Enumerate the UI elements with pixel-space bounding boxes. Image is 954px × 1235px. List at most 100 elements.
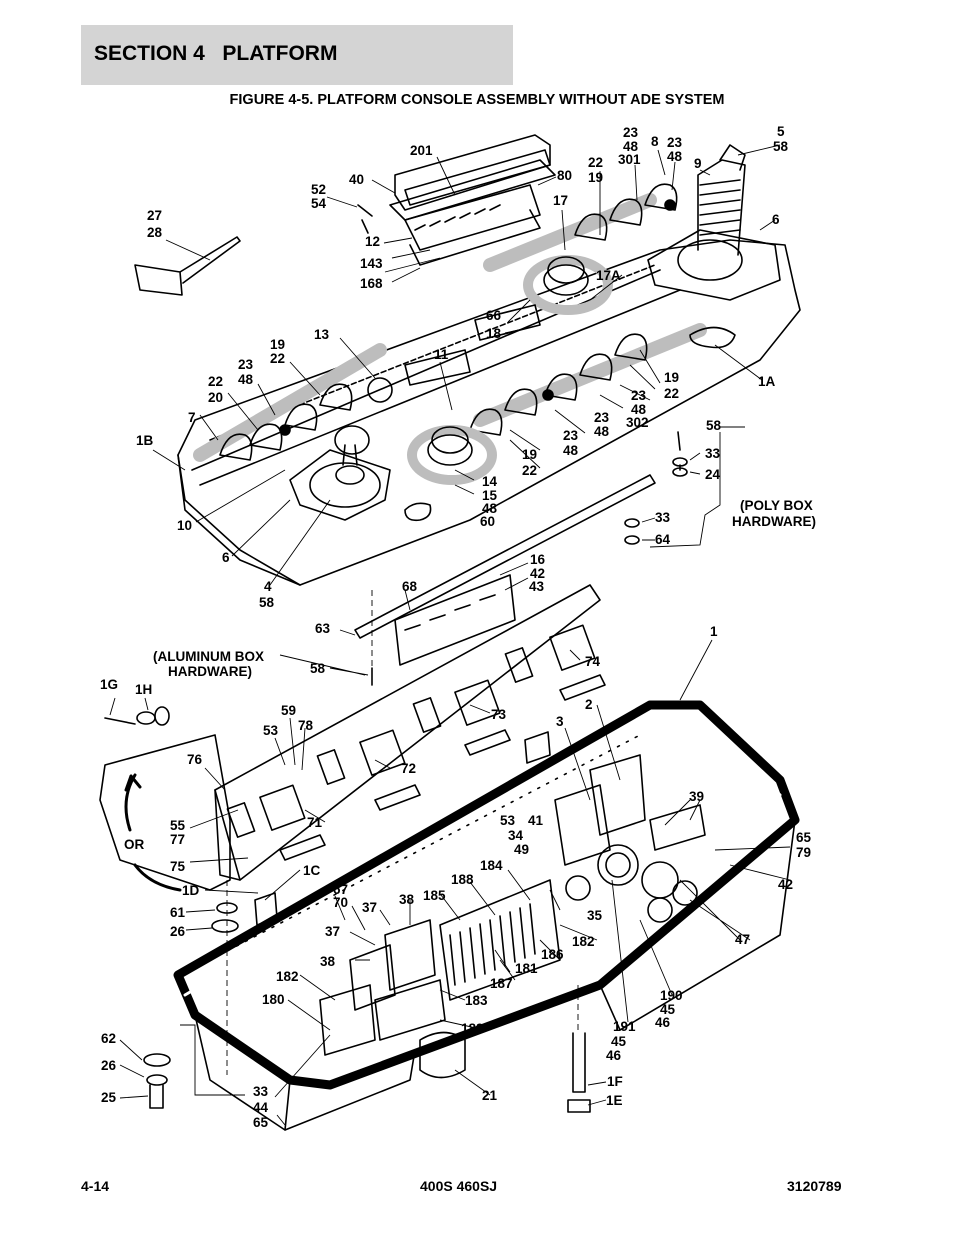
console-lid — [177, 144, 801, 586]
callout-label: 65 — [796, 830, 812, 845]
callout-label: 42 — [778, 877, 793, 892]
callout-label: 53 — [500, 813, 516, 828]
callout-label: 23 — [238, 357, 254, 372]
callout-label: 71 — [307, 815, 323, 830]
callout-label: 188 — [451, 872, 474, 887]
callout-label: 33 — [253, 1084, 269, 1099]
callout-label: 4 — [264, 579, 272, 594]
callout-label: 10 — [177, 518, 192, 533]
callout-label: 24 — [705, 467, 721, 482]
callout-label: 1B — [136, 433, 154, 448]
callout-label: 3 — [556, 714, 564, 729]
callout-label: 48 — [482, 501, 498, 516]
callout-label: 19 — [522, 447, 537, 462]
callout-label: 22 — [664, 386, 679, 401]
callout-label: HARDWARE) — [168, 664, 252, 679]
callout-label: 49 — [514, 842, 529, 857]
callout-label: 58 — [310, 661, 326, 676]
callout-label: 75 — [170, 859, 186, 874]
figure-title: FIGURE 4-5. PLATFORM CONSOLE ASSEMBLY WI… — [229, 92, 725, 108]
callout-label: 6 — [222, 550, 230, 565]
callout-label: 63 — [315, 621, 331, 636]
callout-label: 19 — [664, 370, 679, 385]
callout-label: 45 — [660, 1002, 676, 1017]
section-title: SECTION 4 PLATFORM — [94, 42, 338, 65]
leader-lines — [109, 144, 791, 1126]
callout-label: 186 — [541, 947, 564, 962]
callout-label: 76 — [187, 752, 203, 767]
callout-label: 55 — [170, 818, 186, 833]
callout-label: 180 — [262, 992, 285, 1007]
callout-label: 38 — [399, 892, 415, 907]
callout-label: 17A — [596, 268, 621, 283]
callout-label: 302 — [626, 415, 649, 430]
callout-label: 12 — [365, 234, 380, 249]
callout-label: 70 — [333, 895, 348, 910]
hardware — [104, 431, 688, 1113]
callout-label: 33 — [705, 446, 721, 461]
callout-label: 1 — [710, 624, 718, 639]
callout-label: 64 — [655, 532, 671, 547]
callout-label: 47 — [735, 932, 750, 947]
callout-label: 22 — [522, 463, 537, 478]
callout-label: 46 — [606, 1048, 622, 1063]
callout-label: (POLY BOX — [740, 498, 813, 513]
callout-label: 1G — [100, 677, 118, 692]
callout-label: 143 — [360, 256, 383, 271]
callout-label: 191 — [613, 1019, 636, 1034]
display-module — [389, 134, 556, 266]
callout-label: 68 — [402, 579, 418, 594]
model-number: 400S 460SJ — [420, 1178, 498, 1194]
callout-label: 52 — [311, 182, 326, 197]
callout-label: 53 — [263, 723, 279, 738]
callout-label: 80 — [557, 168, 572, 183]
side-cover — [99, 734, 231, 892]
callout-label: 1H — [135, 682, 152, 697]
callout-label: 48 — [238, 372, 254, 387]
callout-label: 48 — [623, 139, 639, 154]
callout-label: 78 — [298, 718, 314, 733]
callout-label: 1F — [607, 1074, 623, 1089]
callout-label: 14 — [482, 474, 498, 489]
callout-label: 5 — [777, 124, 785, 139]
callout-label: 184 — [480, 858, 503, 873]
callout-label: 40 — [349, 172, 364, 187]
callout-label: 9 — [694, 156, 702, 171]
callout-label: 1E — [606, 1093, 623, 1108]
callout-label: 190 — [660, 988, 683, 1003]
callout-label: 2 — [585, 697, 593, 712]
callout-label: 8 — [651, 134, 659, 149]
callout-label: 25 — [101, 1090, 117, 1105]
callout-label: 23 — [667, 135, 683, 150]
callout-label: 73 — [491, 707, 507, 722]
callout-label: 1D — [182, 883, 200, 898]
callout-label: 168 — [360, 276, 383, 291]
callout-label: 34 — [508, 828, 524, 843]
callout-label: 41 — [528, 813, 544, 828]
callout-label: 72 — [401, 761, 416, 776]
callout-label: 23 — [631, 388, 647, 403]
page-number: 4-14 — [81, 1178, 110, 1194]
callout-label: 48 — [631, 402, 647, 417]
callout-label: 19 — [588, 170, 603, 185]
callout-label: 60 — [480, 514, 495, 529]
callout-label: 182 — [276, 969, 299, 984]
callout-label: 21 — [482, 1088, 498, 1103]
callout-label: 62 — [101, 1031, 116, 1046]
callout-label: 20 — [208, 390, 223, 405]
callout-label: 23 — [623, 125, 639, 140]
callout-label: 26 — [170, 924, 186, 939]
callout-label: (ALUMINUM BOX — [153, 649, 264, 664]
callout-label: 43 — [529, 579, 545, 594]
callout-label: 23 — [563, 428, 579, 443]
callout-label: 182 — [572, 934, 595, 949]
callout-label: 58 — [259, 595, 275, 610]
mounting-bar — [354, 474, 656, 639]
callout-label: 45 — [611, 1034, 627, 1049]
document-number: 3120789 — [787, 1178, 842, 1194]
callout-label: 22 — [588, 155, 603, 170]
callout-label: HARDWARE) — [732, 514, 816, 529]
callout-label: 185 — [423, 888, 446, 903]
callout-label: 74 — [585, 654, 601, 669]
